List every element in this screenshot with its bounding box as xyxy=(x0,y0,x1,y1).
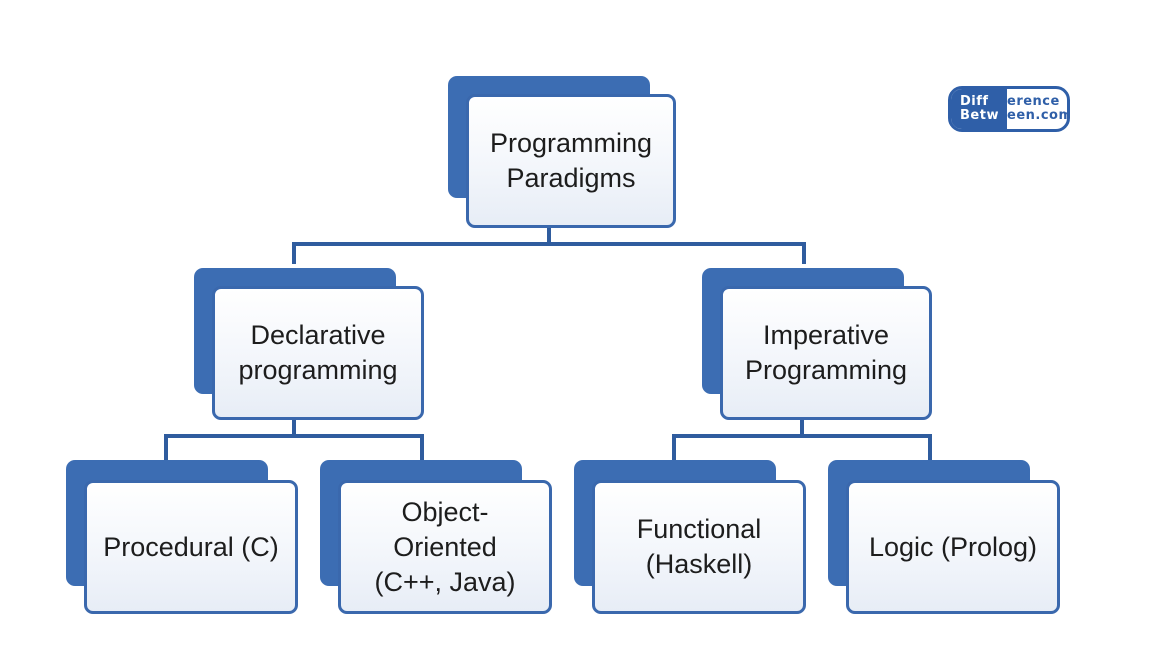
node-box: Programming Paradigms xyxy=(466,94,676,228)
logo-line2-left: Betw xyxy=(960,108,999,123)
node-imperative-label: Imperative Programming xyxy=(744,320,908,385)
logo-line1-left: Diff xyxy=(960,94,989,109)
node-logic-label: Logic (Prolog) xyxy=(868,531,1038,562)
node-box: Functional (Haskell) xyxy=(592,480,806,614)
node-procedural-label: Procedural (C) xyxy=(103,531,279,562)
node-box: Object- Oriented (C++, Java) xyxy=(338,480,552,614)
node-object-oriented-label: Object- Oriented (C++, Java) xyxy=(374,496,516,597)
node-box: Imperative Programming xyxy=(720,286,932,420)
node-root-label: Programming Paradigms xyxy=(489,128,653,193)
node-box: Declarative programming xyxy=(212,286,424,420)
node-box: Logic (Prolog) xyxy=(846,480,1060,614)
difference-between-logo: Diff erence Betw een.com xyxy=(948,86,1070,132)
logo-left-panel xyxy=(951,89,1007,129)
node-box: Procedural (C) xyxy=(84,480,298,614)
logo-line2-right: een.com xyxy=(1007,108,1070,123)
node-declarative-label: Declarative programming xyxy=(238,320,398,385)
logo-line1-right: erence xyxy=(1007,94,1060,109)
node-functional-label: Functional (Haskell) xyxy=(636,514,762,579)
